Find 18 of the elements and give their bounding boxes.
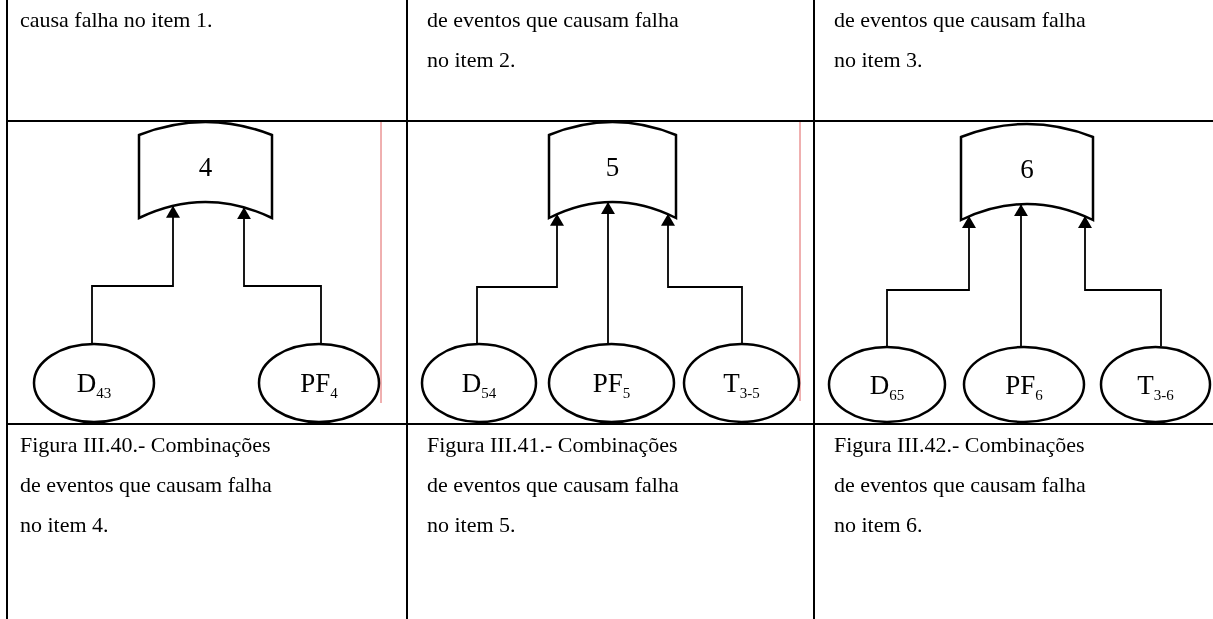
event-gate: 5 [548, 122, 677, 218]
cell-text: Figura III.41.- Combinações de eventos que causam falha no item 5. [427, 431, 680, 539]
basic-event-ellipse: PF$_{6}$ [963, 346, 1085, 423]
basic-event-ellipse: PF$_{4}$ [258, 343, 380, 423]
basic-event-ellipse: PF$_{5}$ [548, 343, 675, 423]
basic-event-ellipse: T$_{3-5}$ [683, 343, 800, 423]
event-gate: 4 [138, 122, 273, 218]
basic-event-ellipse: D$_{65}$ [828, 346, 946, 423]
basic-event-ellipse: T$_{3-6}$ [1100, 346, 1211, 423]
cell-text: Figura III.42.- Combinações de eventos que causam falha no item 6. [834, 431, 1087, 539]
arrow [1078, 215, 1162, 348]
cell-text: causa falha no item 1. [20, 6, 214, 34]
cell-text: Figura III.40.- Combinações de eventos que causam falha no item 4. [20, 431, 273, 539]
cell-text: de eventos que causam falha no item 3. [834, 6, 1087, 74]
cell-text: de eventos que causam falha no item 2. [427, 6, 680, 74]
event-gate: 6 [960, 124, 1094, 220]
basic-event-ellipse: D$_{54}$ [421, 343, 537, 423]
basic-event-ellipse: D$_{43}$ [33, 343, 155, 423]
